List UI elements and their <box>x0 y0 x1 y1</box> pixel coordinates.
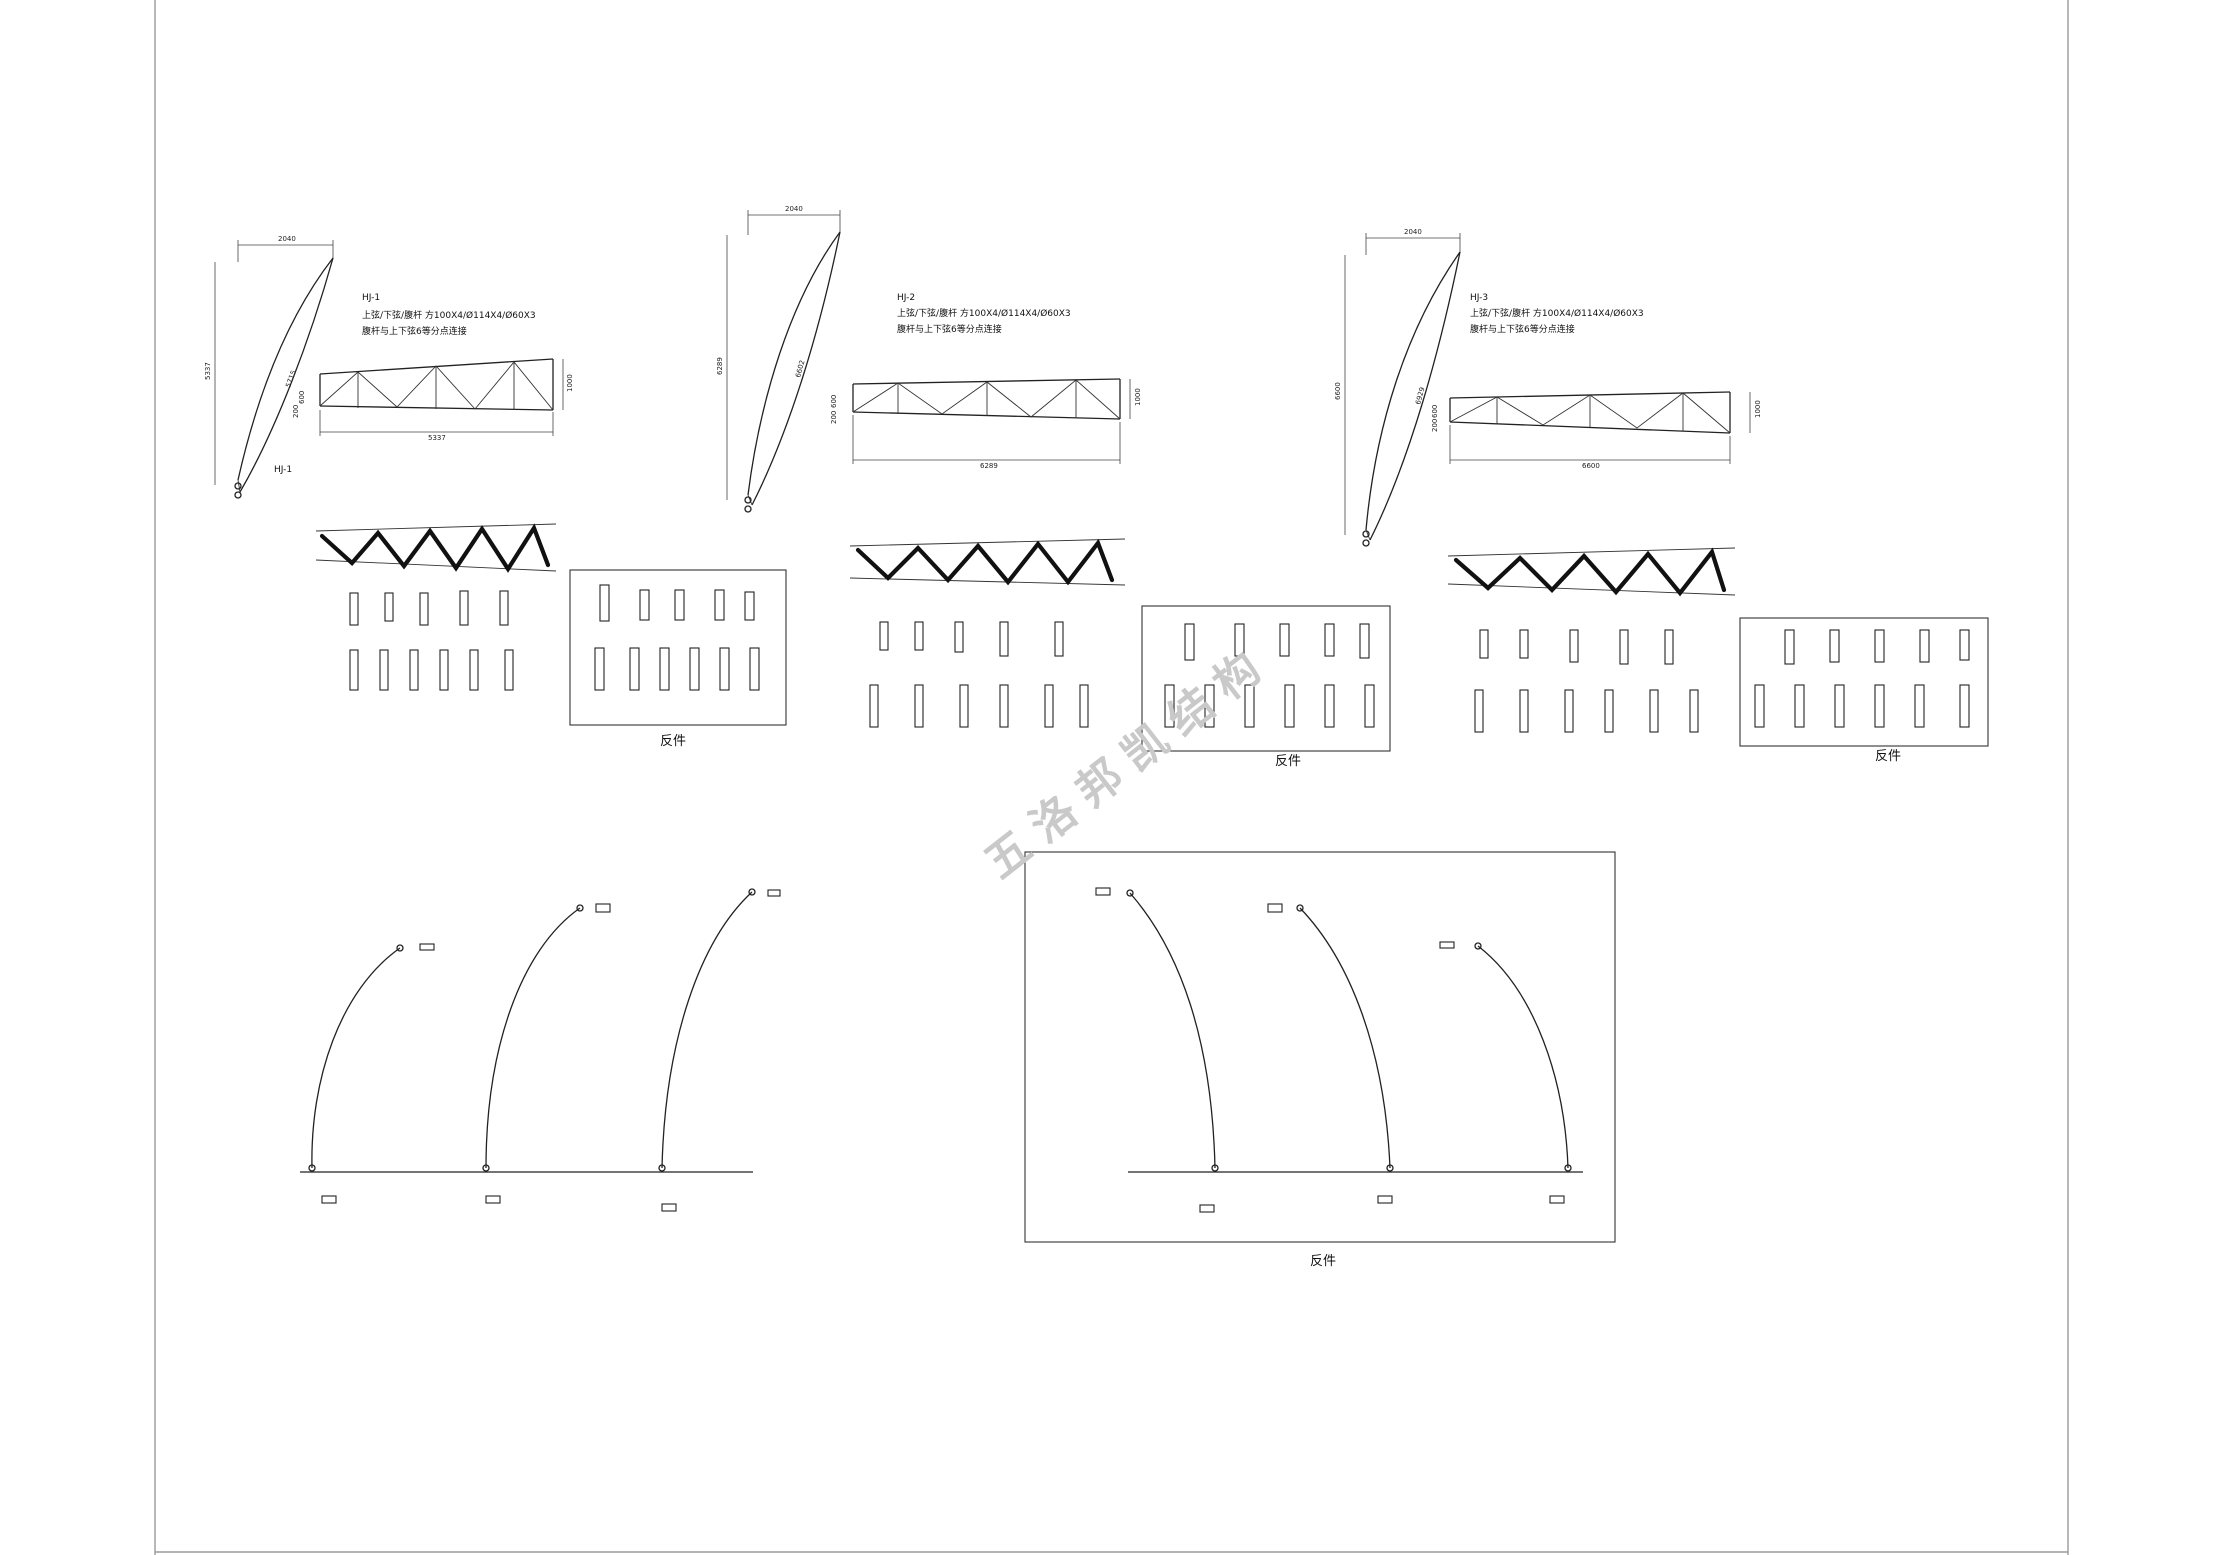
hj-1-dim-mid: 600 <box>298 391 306 404</box>
hj-1-title: HJ-1 <box>362 293 380 303</box>
hj-3-dim-left: 200 <box>1431 419 1439 432</box>
hj-2-truss-elevation: 6289 1000 600 200 <box>830 378 1142 470</box>
hj-2-bold-truss <box>849 538 1126 586</box>
hj-3-bold-truss <box>1447 547 1736 597</box>
hj-1-spec-note: 上弦/下弦/腹杆 方100X4/Ø114X4/Ø60X3 <box>362 309 536 321</box>
hj-3-connection-note: 腹杆与上下弦6等分点连接 <box>1470 323 1575 335</box>
hj-2-dim-height: 6289 <box>716 357 724 375</box>
hj-1-elevation: 2040 5337 5715 HJ-1 <box>204 235 334 499</box>
hj-3-parts <box>1474 629 1699 733</box>
unit-hj-2: 2040 6289 6602 HJ-2 上弦/下弦/腹杆 方100X4/Ø114… <box>716 205 1391 769</box>
watermark: 五洛邦凯结构 <box>975 634 1281 888</box>
hj-1-bold-truss <box>315 523 557 573</box>
hj-2-spec-note: 上弦/下弦/腹杆 方100X4/Ø114X4/Ø60X3 <box>897 307 1071 319</box>
hj-1-dim-chord: 5715 <box>284 369 298 388</box>
hj-2-mirror-parts: 反件 <box>1141 605 1391 769</box>
hj-3-spec-note: 上弦/下弦/腹杆 方100X4/Ø114X4/Ø60X3 <box>1470 307 1644 319</box>
hj-1-dim-height: 5337 <box>204 362 212 380</box>
hj-2-dim-span: 6289 <box>980 462 998 470</box>
hj-3-truss-elevation: 6600 1000 600 200 <box>1431 391 1762 470</box>
hj-1-dim-span: 5337 <box>428 434 446 442</box>
hj-2-dim-top: 2040 <box>785 205 803 213</box>
arch-set-mirror: 反件 <box>1024 851 1616 1269</box>
hj-2-mirror-caption: 反件 <box>1275 754 1301 769</box>
hj-1-mirror-caption: 反件 <box>660 734 686 749</box>
hj-3-dim-height: 6600 <box>1334 382 1342 400</box>
arch-set <box>300 888 781 1212</box>
hj-3-mirror-caption: 反件 <box>1875 749 1901 764</box>
hj-3-dim-span: 6600 <box>1582 462 1600 470</box>
hj-1-mirror-parts: 反件 <box>569 569 787 749</box>
hj-3-dim-top: 2040 <box>1404 228 1422 236</box>
hj-1-dim-top: 2040 <box>278 235 296 243</box>
hj-2-dim-left: 200 <box>830 411 838 424</box>
hj-1-dim-depth: 1000 <box>566 374 574 392</box>
hj-3-dim-depth: 1000 <box>1754 400 1762 418</box>
hj-1-dim-left: 200 <box>292 405 300 418</box>
hj-1-truss-elevation: 5337 1000 600 200 <box>292 358 574 442</box>
hj-2-elevation: 2040 6289 6602 <box>716 205 841 513</box>
drawing-frame <box>154 0 2069 1555</box>
hj-3-dim-mid: 600 <box>1431 405 1439 418</box>
hj-3-elevation: 2040 6600 6929 <box>1334 228 1461 547</box>
hj-3-title: HJ-3 <box>1470 293 1488 303</box>
hj-3-mirror-parts: 反件 <box>1739 617 1989 764</box>
hj-1-arc-label: HJ-1 <box>274 465 292 475</box>
arch-mirror-caption: 反件 <box>1310 1254 1336 1269</box>
hj-1-connection-note: 腹杆与上下弦6等分点连接 <box>362 325 467 337</box>
hj-2-parts <box>869 621 1089 728</box>
hj-2-title: HJ-2 <box>897 293 915 303</box>
hj-2-dim-depth: 1000 <box>1134 388 1142 406</box>
hj-1-parts <box>349 590 514 691</box>
hj-2-connection-note: 腹杆与上下弦6等分点连接 <box>897 323 1002 335</box>
unit-hj-1: 2040 5337 5715 HJ-1 HJ-1 上弦/下弦/腹杆 方100X4… <box>204 235 787 749</box>
unit-hj-3: 2040 6600 6929 HJ-3 上弦/下弦/腹杆 方100X4/Ø114… <box>1334 228 1989 764</box>
hj-2-dim-mid: 600 <box>830 395 838 408</box>
